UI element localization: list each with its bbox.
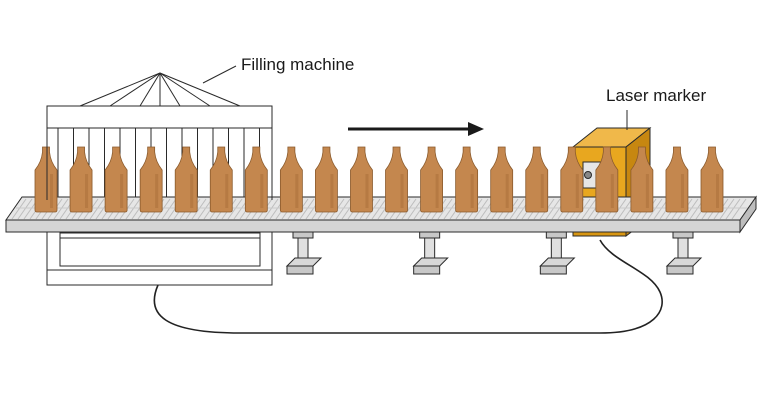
bottle-icon	[665, 146, 689, 213]
filling-machine-label: Filling machine	[241, 55, 354, 74]
bottle-icon	[560, 146, 584, 213]
conveyor-end-cap	[739, 195, 757, 234]
bottle-icon	[315, 146, 338, 213]
bottle-icon	[34, 146, 58, 213]
bottle-icon	[700, 146, 724, 213]
support-leg	[285, 231, 323, 275]
laser-marker-label: Laser marker	[606, 86, 706, 105]
bottle-icon	[525, 146, 549, 213]
bottle-icon	[244, 146, 268, 213]
bottle-icon	[104, 146, 128, 213]
bottle-icon	[139, 146, 163, 213]
bottle-icon	[630, 146, 654, 213]
conveyor-support-legs	[285, 231, 703, 275]
support-leg	[665, 231, 703, 275]
direction-arrow-icon	[348, 122, 484, 136]
laser-marker-lens	[584, 171, 592, 179]
bottle-icon	[69, 146, 93, 213]
bottle-icon	[350, 146, 373, 213]
bottle-icon	[595, 146, 619, 213]
filling-machine-top-panel	[46, 105, 273, 129]
filling-machine-roof-lines	[79, 72, 241, 107]
bottle-icon	[174, 146, 198, 213]
bottle-icon	[279, 146, 303, 213]
bottle-icon	[490, 146, 514, 213]
cable-icon	[153, 239, 663, 334]
bottle-icon	[385, 146, 408, 213]
bottle-icon	[209, 146, 233, 213]
filling-machine-front-frame	[46, 128, 273, 200]
bottle-icon	[420, 146, 443, 213]
bottle-row	[34, 146, 724, 213]
conveyor-front-rail	[5, 219, 741, 233]
filling-machine-base	[46, 229, 273, 286]
filling-machine-leader	[202, 65, 237, 84]
bottle-icon	[455, 146, 479, 213]
support-leg	[539, 231, 576, 275]
support-leg	[412, 231, 449, 275]
